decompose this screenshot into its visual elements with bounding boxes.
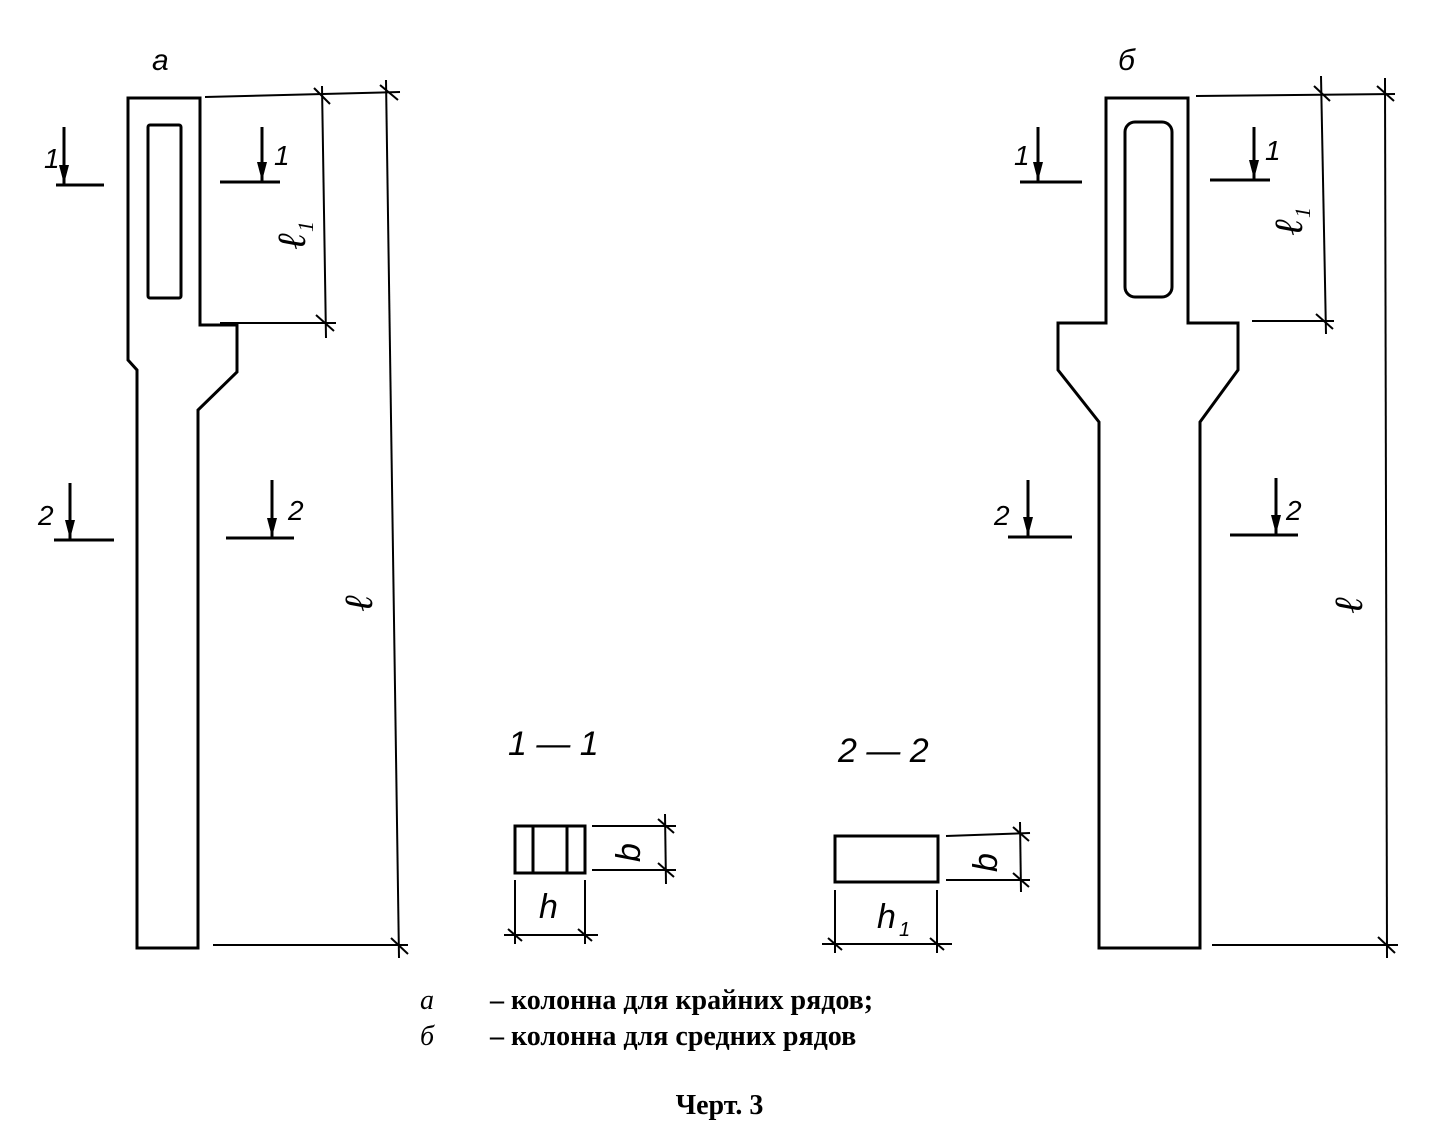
depth-label: b <box>610 843 648 862</box>
length-label: ℓ <box>336 595 381 612</box>
section-1-1: 1 — 1 b h <box>504 725 676 944</box>
figure-title: Черт. 3 <box>675 1090 764 1121</box>
cut-1-left-a: 1 <box>44 127 104 187</box>
dimension-upper-length-b: ℓ 1 <box>1252 75 1334 335</box>
section-1-1-title: 1 — 1 <box>508 725 599 763</box>
legend-text: – колонна для средних рядов <box>490 1021 857 1052</box>
length-label: ℓ <box>1326 597 1371 614</box>
upper-length-label: ℓ <box>269 233 314 250</box>
cut-2-right-a: 2 <box>226 480 304 540</box>
cut-1-right-b: 1 <box>1210 127 1281 182</box>
cut-1-label: 1 <box>44 143 60 174</box>
upper-length-subscript: 1 <box>293 221 318 232</box>
upper-length-label: ℓ <box>1266 219 1311 236</box>
legend-key: б <box>420 1021 435 1052</box>
column-a-outline <box>126 96 239 950</box>
cut-2-left-a: 2 <box>37 483 114 542</box>
cut-1-label: 1 <box>1014 140 1030 171</box>
column-b-outline <box>1056 96 1240 950</box>
cut-2-left-b: 2 <box>993 480 1072 539</box>
cut-2-label: 2 <box>1285 495 1302 526</box>
dimension-length-b: ℓ <box>1195 77 1398 959</box>
section-2-2-title: 2 — 2 <box>837 732 929 770</box>
cut-1-left-b: 1 <box>1014 127 1082 184</box>
dimension-h1-s2: h 1 <box>822 890 952 953</box>
cut-1-right-a: 1 <box>220 127 290 184</box>
dimension-b-s1: b <box>592 813 676 885</box>
column-a-view: а 1 1 2 2 <box>37 44 409 959</box>
section-1-1-outline <box>513 824 587 875</box>
column-b-view: б 1 1 2 2 <box>993 44 1398 959</box>
width-label: h <box>877 898 896 936</box>
cut-2-label: 2 <box>37 500 54 531</box>
upper-length-subscript: 1 <box>1290 207 1315 218</box>
cut-1-label: 1 <box>1265 135 1281 166</box>
width-label: h <box>539 888 558 926</box>
legend-key: а <box>420 985 434 1016</box>
dimension-length-a: ℓ <box>204 79 409 959</box>
width-subscript: 1 <box>899 919 910 941</box>
legend-item: а – колонна для крайних рядов; <box>420 985 873 1017</box>
depth-label: b <box>967 853 1005 872</box>
cut-2-label: 2 <box>287 495 304 526</box>
column-b-opening <box>1123 120 1174 299</box>
view-b-letter: б <box>1118 44 1136 77</box>
dimension-h-s1: h <box>504 880 598 944</box>
legend-text: – колонна для крайних рядов; <box>490 985 874 1016</box>
legend-item: б – колонна для средних рядов <box>420 1021 856 1053</box>
column-a-opening <box>146 123 183 300</box>
section-2-2: 2 — 2 b h 1 <box>822 732 1031 953</box>
dimension-b-s2: b <box>945 821 1031 893</box>
cut-2-right-b: 2 <box>1230 478 1302 537</box>
view-a-letter: а <box>152 44 169 77</box>
dimension-upper-length-a: ℓ 1 <box>220 85 336 339</box>
section-2-2-outline <box>833 834 940 884</box>
cut-1-label: 1 <box>274 140 290 171</box>
cut-2-label: 2 <box>993 500 1010 531</box>
